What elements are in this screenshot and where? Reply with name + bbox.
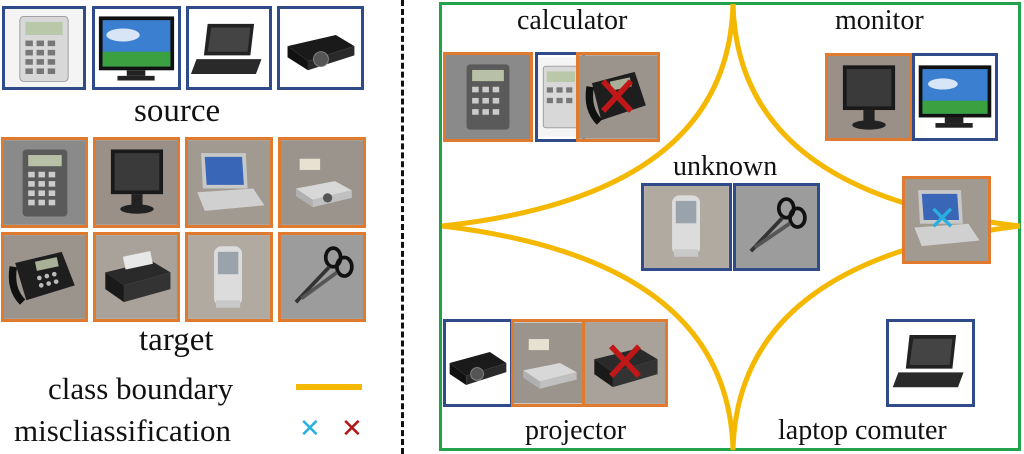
region-label-monitor: monitor bbox=[835, 5, 924, 36]
legend-misclassification-label: miscliassification bbox=[14, 413, 231, 448]
target-scissors-image bbox=[278, 232, 366, 322]
unknown-scissors-image bbox=[733, 183, 820, 271]
region-label-calculator: calculator bbox=[517, 5, 628, 36]
legend-boundary-line bbox=[296, 384, 362, 390]
region-label-unknown: unknown bbox=[673, 151, 778, 182]
monitor-source-monitor-image bbox=[912, 53, 998, 141]
source-label: source bbox=[134, 93, 221, 129]
calc-source-calculator-image bbox=[535, 52, 585, 142]
calc-target-telephone-image bbox=[576, 52, 660, 142]
target-telephone-image bbox=[1, 232, 88, 322]
target-calculator-image bbox=[1, 137, 88, 228]
target-laptop-image bbox=[185, 137, 273, 228]
target-monitor-image bbox=[93, 137, 180, 228]
legend-boundary-label: class boundary bbox=[48, 371, 234, 406]
target-printer-image bbox=[93, 232, 180, 322]
projector-target-printer-image bbox=[582, 319, 668, 407]
target-heater-image bbox=[185, 232, 273, 322]
blue-cross-icon: ✕ bbox=[299, 414, 321, 444]
blue-cross-mark-icon: ✕ bbox=[928, 199, 957, 239]
projector-source-projector-image bbox=[443, 319, 513, 407]
target-label: target bbox=[139, 322, 214, 358]
target-projector-image bbox=[278, 137, 366, 228]
calc-target-calculator-image bbox=[443, 52, 533, 142]
unknown-heater-image bbox=[641, 183, 732, 271]
source-calculator-image bbox=[2, 6, 86, 90]
laptop-source-laptop-image bbox=[886, 319, 975, 407]
dashed-divider bbox=[401, 0, 404, 454]
projector-target-projector-image bbox=[511, 319, 587, 407]
source-laptop-image bbox=[186, 6, 272, 90]
source-monitor-image bbox=[92, 6, 181, 90]
region-label-laptop: laptop comuter bbox=[778, 415, 947, 446]
source-projector-image bbox=[277, 6, 364, 90]
misclassified-laptop-image bbox=[902, 176, 991, 264]
red-cross-icon: ✕ bbox=[341, 414, 363, 444]
monitor-target-monitor-image bbox=[825, 53, 913, 141]
region-label-projector: projector bbox=[525, 415, 627, 446]
